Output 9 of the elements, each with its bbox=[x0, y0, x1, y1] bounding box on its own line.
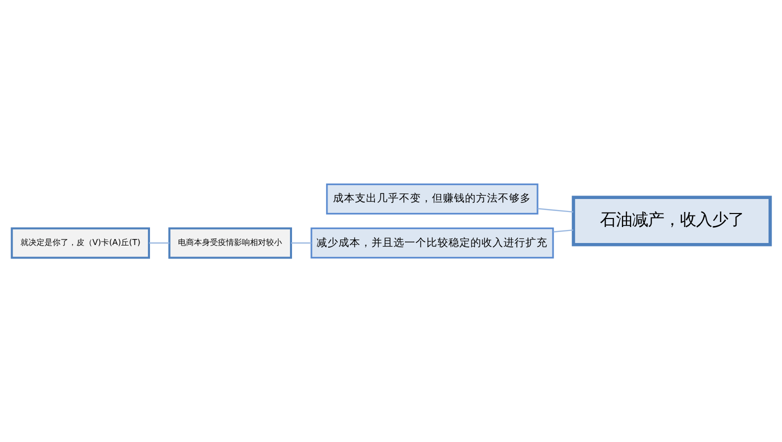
node-box: 就决定是你了，皮（V)卡(A)丘(T) bbox=[10, 227, 150, 259]
connector bbox=[538, 208, 574, 213]
node-box: 石油减产，收入少了 bbox=[572, 196, 772, 246]
connector bbox=[149, 242, 170, 244]
node-box: 成本支出几乎不变，但赚钱的方法不够多 bbox=[326, 183, 538, 214]
connector bbox=[553, 229, 574, 232]
connector bbox=[291, 242, 312, 244]
node-box: 电商本身受疫情影响相对较小 bbox=[168, 227, 292, 259]
node-box: 减少成本，并且选一个比较稳定的收入进行扩充 bbox=[310, 228, 554, 259]
